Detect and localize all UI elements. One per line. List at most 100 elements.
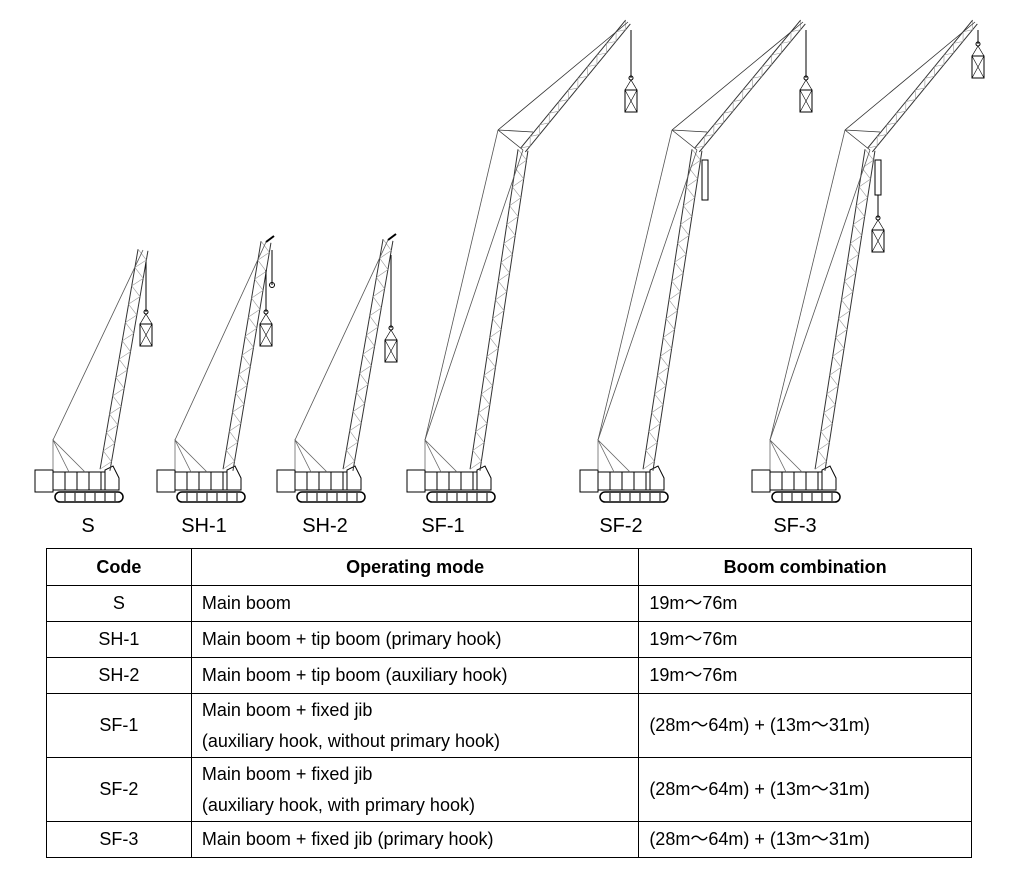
- crawler-track: [296, 491, 366, 503]
- boom-chord: [479, 150, 529, 471]
- counterweight: [751, 469, 771, 493]
- boom-chord: [520, 19, 627, 149]
- table-row: SH-1 Main boom + tip boom (primary hook)…: [46, 621, 972, 658]
- counterweight: [406, 469, 426, 493]
- cell-boom: (28m～64m) + (13m～31m): [638, 693, 972, 758]
- table-row: SF-2 Main boom + fixed jib (auxiliary hoo…: [46, 757, 972, 822]
- cell-code: SF-1: [46, 693, 192, 758]
- crane-label-sf1: SF-1: [421, 515, 465, 537]
- cell-code: SF-2: [46, 757, 192, 822]
- boom-chord: [867, 19, 974, 149]
- crane-sh-2: [276, 233, 398, 503]
- cell-mode: Main boom + tip boom (primary hook): [190, 621, 640, 658]
- crawler-track: [771, 491, 841, 503]
- cell-mode: Main boom + fixed jib(auxiliary hook, wi…: [190, 693, 640, 758]
- sling: [871, 219, 885, 231]
- crane-sh-1: [156, 235, 275, 503]
- sling: [259, 313, 273, 325]
- sling: [384, 329, 398, 341]
- boom-lacing: [814, 149, 874, 470]
- pendant-line: [424, 149, 524, 441]
- gantry: [769, 439, 803, 473]
- crane-s: [34, 248, 153, 503]
- crane-label-sh1: SH-1: [181, 515, 227, 537]
- cell-boom: 19m～76m: [638, 585, 972, 622]
- boom-lacing: [520, 20, 626, 149]
- boom-chord: [694, 19, 802, 149]
- table-header-row: Code Operating mode Boom combination: [46, 548, 972, 586]
- cab: [476, 465, 492, 491]
- crawler-track: [599, 491, 669, 503]
- cell-mode: Main boom + tip boom (auxiliary hook): [190, 657, 640, 694]
- load-cross: [624, 89, 638, 113]
- load-cross: [384, 339, 398, 363]
- sling: [624, 79, 638, 91]
- jib-strut: [497, 21, 629, 151]
- crane-label-s: S: [81, 515, 95, 537]
- gantry: [52, 439, 86, 473]
- boom-lacing: [642, 149, 701, 470]
- header-code: Code: [46, 548, 192, 586]
- gantry: [597, 439, 631, 473]
- pendant-line: [597, 149, 698, 441]
- cab: [346, 465, 362, 491]
- sling: [139, 313, 153, 325]
- boom-chord: [232, 242, 272, 471]
- boom-lacing: [469, 149, 527, 470]
- boom-chord: [642, 149, 693, 470]
- pendant-line: [52, 249, 144, 441]
- crane-sf-1: [406, 19, 638, 503]
- aux-hook-icon: [269, 282, 275, 288]
- crane-label-sf2: SF-2: [599, 515, 643, 537]
- primary-hook-block: [701, 159, 709, 201]
- cell-code: SH-1: [46, 621, 192, 658]
- jib-strut: [671, 21, 804, 151]
- load-cross: [871, 229, 885, 253]
- header-boom: Boom combination: [638, 548, 972, 586]
- cell-mode-line2: (auxiliary hook, with primary hook): [201, 794, 475, 815]
- pendant-line: [769, 149, 871, 441]
- crawler-track: [426, 491, 496, 503]
- cell-mode: Main boom: [190, 585, 640, 622]
- cell-code: S: [46, 585, 192, 622]
- counterweight: [156, 469, 176, 493]
- jib-backstay: [424, 129, 499, 441]
- sling: [971, 45, 985, 57]
- crane-label-sh2: SH-2: [302, 515, 348, 537]
- load-cross: [259, 323, 273, 347]
- crane-label-sf3: SF-3: [773, 515, 817, 537]
- load-cross: [799, 89, 813, 113]
- cell-mode: Main boom + fixed jib (primary hook): [190, 821, 640, 858]
- table-row: SH-2 Main boom + tip boom (auxiliary hoo…: [46, 657, 972, 694]
- boom-chord: [814, 149, 866, 470]
- gantry: [424, 439, 458, 473]
- cab: [649, 465, 665, 491]
- cell-code: SH-2: [46, 657, 192, 694]
- counterweight: [579, 469, 599, 493]
- table-row: S Main boom 19m～76m: [46, 585, 972, 622]
- load-cross: [139, 323, 153, 347]
- jib-backstay: [769, 129, 846, 441]
- crane-sf-3: [751, 19, 985, 503]
- gantry: [294, 439, 328, 473]
- tip-boom: [387, 233, 397, 241]
- gantry: [174, 439, 208, 473]
- jib-backstay: [597, 129, 673, 441]
- cell-mode: Main boom + fixed jib (auxiliary hook, wi…: [190, 757, 640, 822]
- cell-mode-line1: Main boom + fixed jib: [201, 763, 373, 784]
- cell-boom: (28m～64m) + (13m～31m): [638, 757, 972, 822]
- boom-lacing: [99, 248, 147, 470]
- operating-modes-table: Code Operating mode Boom combination S M…: [46, 548, 972, 858]
- sling: [799, 79, 813, 91]
- counterweight: [276, 469, 296, 493]
- boom-lacing: [342, 238, 392, 470]
- primary-hook-block: [874, 159, 882, 196]
- cell-boom: 19m～76m: [638, 657, 972, 694]
- boom-lacing: [867, 20, 973, 149]
- cab: [821, 465, 837, 491]
- boom-chord: [109, 250, 149, 471]
- boom-lacing: [694, 20, 801, 149]
- tip-boom: [265, 235, 275, 243]
- boom-lacing: [222, 240, 270, 470]
- boom-chord: [99, 249, 139, 470]
